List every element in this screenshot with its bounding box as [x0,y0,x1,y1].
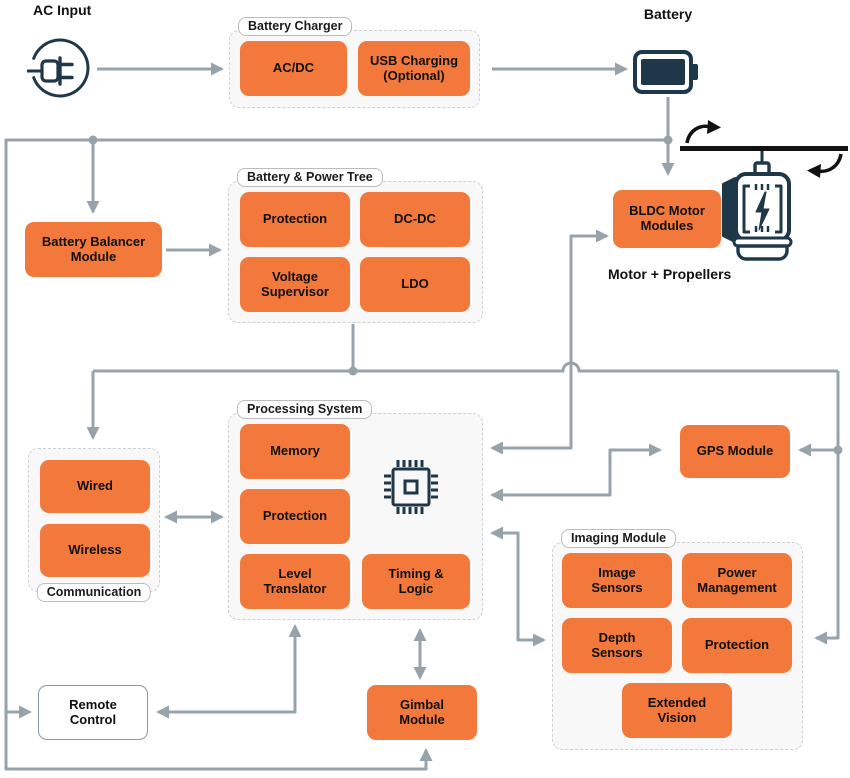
processor-chip-icon [384,460,438,514]
block-extended-vision: Extended Vision [622,683,732,738]
block-power-management: Power Management [682,553,792,608]
block-gimbal-module: Gimbal Module [367,685,477,740]
block-usb-charging: USB Charging (Optional) [358,41,470,96]
battery-icon [633,50,698,94]
battery-power-tree-group-label: Battery & Power Tree [237,168,383,187]
block-bldc-motor-modules: BLDC Motor Modules [613,190,721,248]
line-processing-gps [490,443,662,502]
block-imaging-protection: Protection [682,618,792,673]
line-remote-leveltranslator [156,624,302,719]
junction-dots [88,135,843,455]
line-processing-bldc [490,229,609,455]
propeller-bar-icon [680,146,848,151]
block-powertree-protection: Protection [240,192,350,247]
block-wireless: Wireless [40,524,150,577]
block-voltage-supervisor: Voltage Supervisor [240,257,350,312]
line-battery-bus-left-bottom-gimbal [4,138,668,771]
ac-plug-icon [27,38,90,98]
block-timing-logic: Timing & Logic [362,554,470,609]
block-dc-dc: DC-DC [360,192,470,247]
line-right-bus-to-imaging [814,371,840,645]
block-processing-protection: Protection [240,489,350,544]
battery-label: Battery [643,6,693,22]
imaging-module-group-label: Imaging Module [561,529,677,548]
block-wired: Wired [40,460,150,513]
line-processing-imaging [490,526,546,647]
battery-charger-group-label: Battery Charger [238,17,353,36]
rotation-arrow-icon [685,120,843,178]
ac-input-label: AC Input [33,2,92,18]
block-depth-sensors: Depth Sensors [562,618,672,673]
block-level-translator: Level Translator [240,554,350,609]
block-remote-control: Remote Control [38,685,148,740]
motor-propeller-icon [680,120,848,261]
motor-propellers-label: Motor + Propellers [608,266,732,282]
communication-group-label: Communication [36,583,152,602]
block-image-sensors: Image Sensors [562,553,672,608]
block-battery-balancer: Battery Balancer Module [25,222,162,277]
block-ac-dc: AC/DC [240,41,347,96]
block-gps-module: GPS Module [680,425,790,478]
processing-system-group-label: Processing System [237,400,373,419]
block-ldo: LDO [360,257,470,312]
block-memory: Memory [240,424,350,479]
line-mid-power-bus [93,361,838,373]
